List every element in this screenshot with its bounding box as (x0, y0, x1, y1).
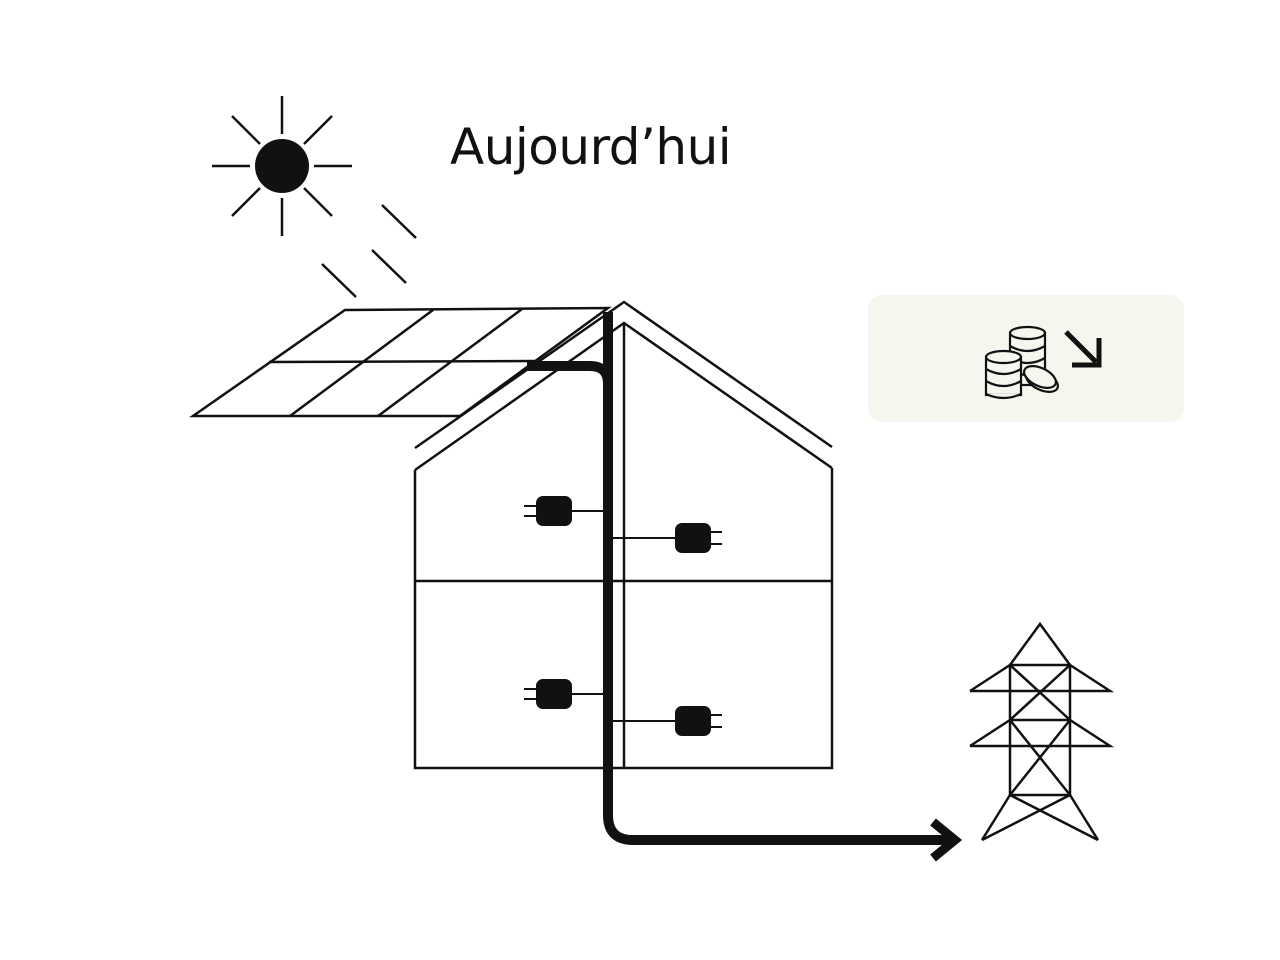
page-title: Aujourd’hui (450, 118, 732, 176)
sunbeams (321, 204, 417, 298)
savings-card (868, 295, 1184, 422)
plug-icon (524, 496, 605, 526)
power-pylon-icon (969, 621, 1115, 842)
plug-icon (524, 679, 605, 709)
power-cable-arrow (527, 312, 963, 862)
arrow-down-right-icon (1064, 330, 1102, 368)
plug-icon (612, 523, 722, 553)
coins-icon (984, 325, 1059, 400)
sun-icon (212, 96, 352, 236)
plug-icon (612, 706, 722, 736)
solar-panel-icon (189, 306, 612, 418)
house-icon (413, 300, 834, 770)
plugs (524, 496, 722, 736)
